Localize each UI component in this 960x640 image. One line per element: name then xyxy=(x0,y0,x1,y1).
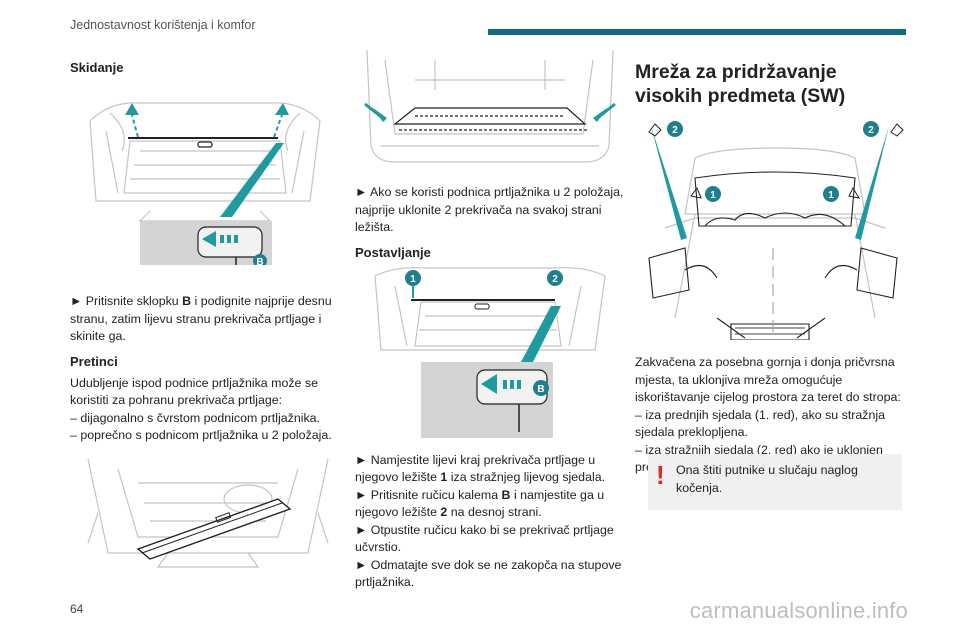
column-right: Mreža za pridržavanje visokih predmeta (… xyxy=(635,60,905,477)
header-accent-bar xyxy=(488,29,906,35)
removal-instruction: ► Pritisnite sklopku B i podignite najpr… xyxy=(70,294,332,343)
install-step-4: ► Odmatajte sve dok se ne zakopča na stu… xyxy=(355,557,622,590)
compartments-item-1: – dijagonalno s čvrstom podnicom prtljaž… xyxy=(70,410,321,425)
figure-label-1-left: 1 xyxy=(710,190,716,201)
figure-label-2-right: 2 xyxy=(868,125,874,136)
section-title: Mreža za pridržavanje visokih predmeta (… xyxy=(635,61,846,107)
compartments-item-2: – poprečno s podnicom prtljažnika u 2 po… xyxy=(70,428,332,442)
warning-text: Ona štiti putnike u slučaju naglog kočen… xyxy=(676,463,858,495)
running-header: Jednostavnost korištenja i komfor xyxy=(70,18,256,32)
compartments-intro: Udubljenje ispod podnice prtljažnika mož… xyxy=(70,375,318,408)
heading-install: Postavljanje xyxy=(355,244,431,260)
figure-label-2-left: 2 xyxy=(672,125,678,136)
install-step-3: ► Otpustite ručicu kako bi se prekrivač … xyxy=(355,522,614,555)
compartment-illustration xyxy=(87,458,329,568)
net-description: Zakvačena za posebna gornja i donja prič… xyxy=(635,355,901,404)
watermark-text[interactable]: carmanualsonline.info xyxy=(689,598,908,623)
heading-removal: Skidanje xyxy=(70,60,124,75)
figure-label-1-right: 1 xyxy=(828,190,834,201)
warning-icon: ! xyxy=(656,460,665,490)
net-item-1: – iza prednjih sjedala (1. red), ako su … xyxy=(635,407,886,440)
figure-label-b: B xyxy=(256,257,263,265)
warning-box: ! Ona štiti putnike u slučaju naglog koč… xyxy=(648,454,902,510)
floor-cover-illustration xyxy=(364,50,616,163)
net-illustration: 2 2 1 1 xyxy=(648,121,904,340)
removal-illustration: B xyxy=(89,102,321,265)
figure-label-1: 1 xyxy=(410,274,416,285)
column-middle: ► Ako se koristi podnica prtljažnika u 2… xyxy=(355,50,630,600)
figure-label-b: B xyxy=(537,384,544,395)
install-step-2: ► Pritisnite ručicu kalema B i namjestit… xyxy=(355,487,605,520)
install-step-1: ► Namjestite lijevi kraj prekrivača prtl… xyxy=(355,452,606,485)
column-left: Skidanje xyxy=(70,60,340,571)
heading-compartments: Pretinci xyxy=(70,353,118,369)
install-illustration: 1 2 B xyxy=(374,266,606,438)
page-number: 64 xyxy=(70,602,84,616)
floor-note: ► Ako se koristi podnica prtljažnika u 2… xyxy=(355,185,624,234)
figure-label-2: 2 xyxy=(552,274,558,285)
